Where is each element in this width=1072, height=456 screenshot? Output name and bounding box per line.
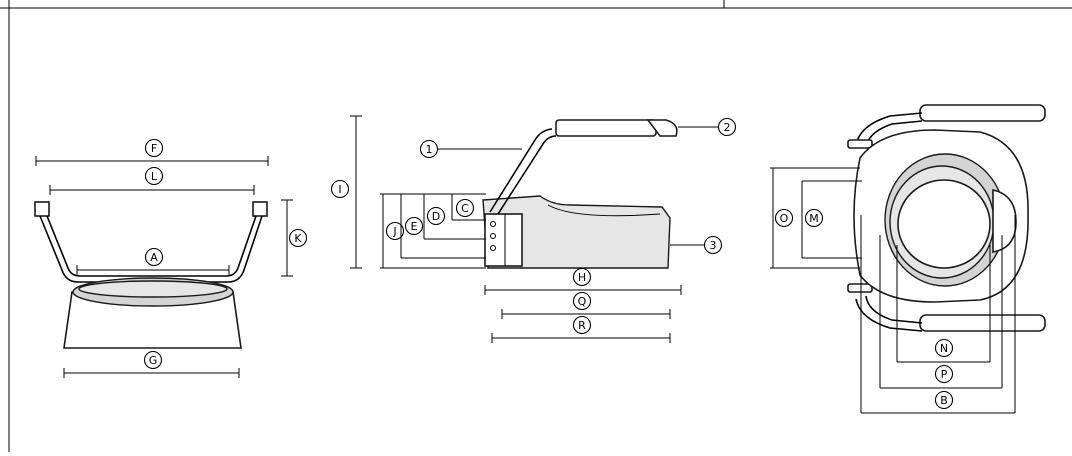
label-Q: Q [578,295,587,308]
label-O: O [780,212,789,225]
label-N: N [940,342,948,355]
label-L: L [151,170,158,183]
label-G: G [149,354,158,367]
label-H: H [578,271,586,284]
dim-L: L [49,166,255,195]
side-view: I J E D C [330,115,737,343]
callout-1-label: 1 [426,143,433,156]
label-C: C [461,202,469,215]
top-view-seat-drawing [847,104,1046,332]
label-I: I [338,183,341,196]
label-D: D [432,210,440,223]
dim-J: J [380,193,486,269]
dim-P: P [879,235,1003,389]
dim-O: O [770,167,860,269]
label-R: R [578,319,586,332]
front-view-seat-drawing [34,201,268,349]
dim-N: N [896,245,991,363]
dim-G: G [63,350,240,378]
label-F: F [151,142,157,155]
side-view-seat-drawing [482,119,678,269]
label-E: E [411,220,418,233]
dim-Q: Q [501,291,671,319]
dim-A: A [76,247,230,275]
dim-K: K [281,199,308,277]
callout-3-label: 3 [710,239,717,252]
callout-2-label: 2 [724,121,731,134]
callout-3: 3 [670,235,723,255]
label-P: P [941,368,948,381]
dim-B: B [860,215,1016,414]
dim-M: M [801,180,862,259]
dim-H: H [484,267,682,295]
label-K: K [294,232,302,245]
dim-C: C [451,194,486,221]
callout-1: 1 [419,139,522,159]
dim-E: E [400,194,486,259]
dim-I: I [330,115,362,269]
label-B: B [940,394,948,407]
callout-2: 2 [678,117,737,137]
dim-D: D [423,194,486,240]
label-A: A [150,251,158,264]
dim-R: R [491,315,671,343]
label-J: J [392,225,396,238]
front-view: F L K A [34,138,308,378]
top-view: O M N P [770,104,1046,414]
label-M: M [809,212,819,225]
dim-F: F [35,138,269,166]
